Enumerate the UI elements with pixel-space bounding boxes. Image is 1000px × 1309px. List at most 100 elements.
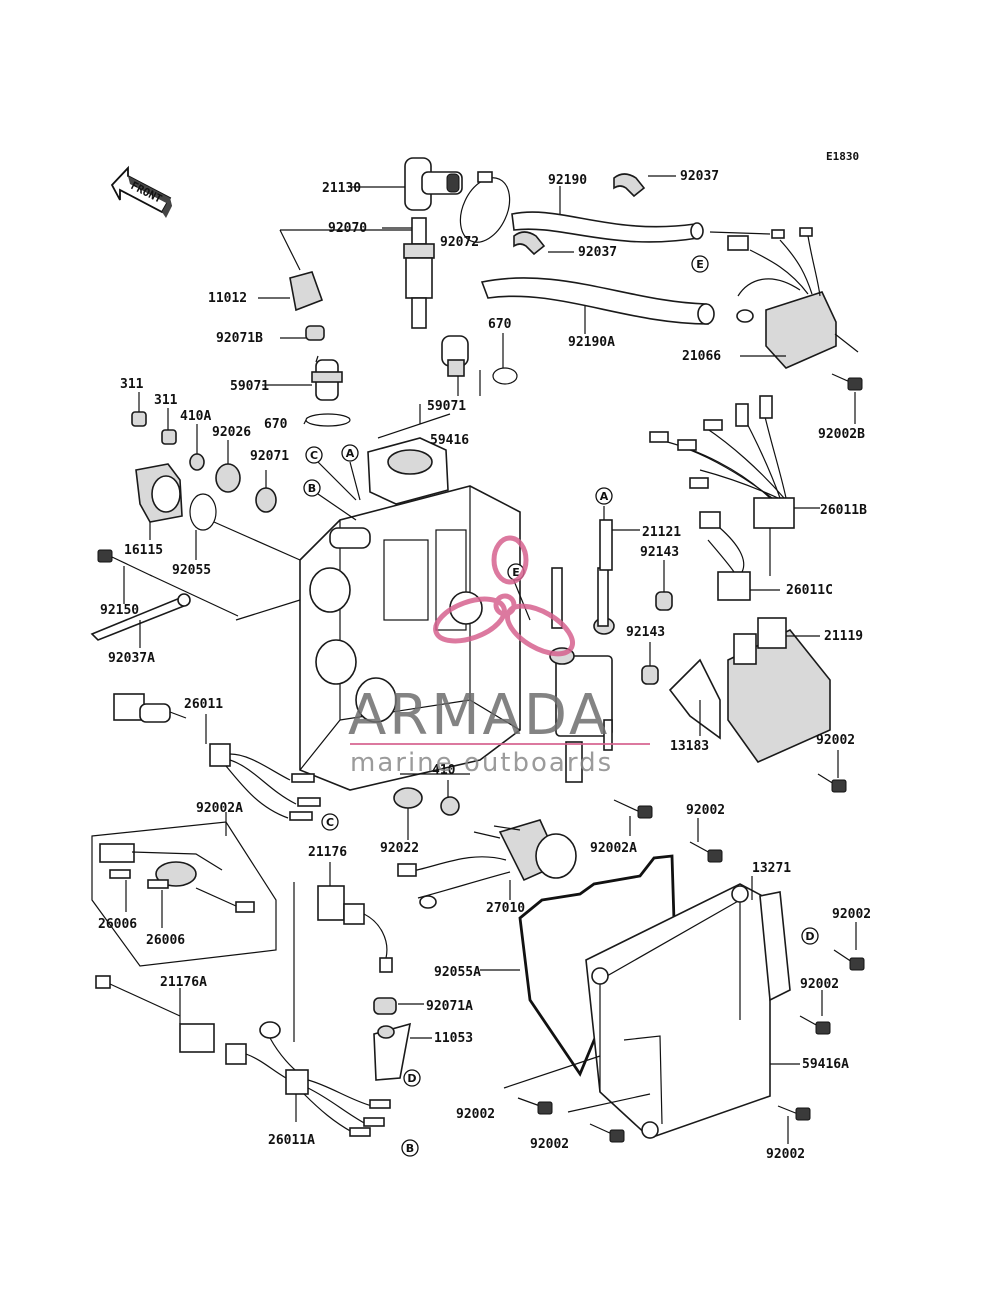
label-92002-bottom-right: 92002 — [766, 1147, 805, 1162]
plug-boot-11012 — [258, 229, 412, 312]
label-92072: 92072 — [440, 235, 479, 250]
diagram-code: E1830 — [826, 150, 859, 163]
washer-92022 — [393, 787, 423, 809]
label-21130: 21130 — [322, 181, 361, 196]
callout-D-bottom: D — [403, 1069, 421, 1087]
label-92002-upper: 92002 — [686, 803, 725, 818]
sensor-21176A — [95, 975, 287, 1079]
seal-92026 — [215, 463, 241, 493]
bracket-13271 — [751, 876, 791, 1002]
label-92143-a: 92143 — [640, 545, 679, 560]
label-21119: 21119 — [824, 629, 863, 644]
cdi-unit-21119 — [668, 617, 831, 763]
label-26011B: 26011B — [820, 503, 867, 518]
bolt-92002-bottom-mid — [567, 1093, 651, 1143]
label-311-a: 311 — [120, 377, 144, 392]
label-92026: 92026 — [212, 425, 251, 440]
label-92022: 92022 — [380, 841, 419, 856]
label-13183: 13183 — [670, 739, 709, 754]
callout-B-top: B — [303, 479, 321, 497]
sender-21176 — [293, 862, 393, 1042]
label-16115: 16115 — [124, 543, 163, 558]
strap-92037A — [90, 593, 191, 648]
label-92002-bottom-mid: 92002 — [530, 1137, 569, 1152]
svg-text:A: A — [346, 447, 355, 460]
svg-text:D: D — [805, 930, 814, 943]
label-92002-right-a: 92002 — [832, 907, 871, 922]
label-92190A: 92190A — [568, 335, 615, 350]
label-26011A: 26011A — [268, 1133, 315, 1148]
svg-text:A: A — [600, 490, 609, 503]
cap-16115 — [135, 463, 183, 540]
label-21066: 21066 — [682, 349, 721, 364]
label-59416: 59416 — [430, 433, 469, 448]
label-13271: 13271 — [752, 861, 791, 876]
label-92071B: 92071B — [216, 331, 263, 346]
grommet-92071B — [280, 325, 325, 341]
label-92071A: 92071A — [426, 999, 473, 1014]
label-92190: 92190 — [548, 173, 587, 188]
label-59071-left: 59071 — [230, 379, 269, 394]
spark-plug — [382, 217, 435, 329]
plug-lead-21121 — [599, 519, 613, 571]
front-arrow-icon: FRONT — [110, 165, 172, 218]
callout-C-top: C — [305, 446, 323, 464]
label-410A: 410A — [180, 409, 211, 424]
harness-26011B — [649, 395, 820, 576]
svg-text:D: D — [407, 1072, 416, 1085]
label-21176: 21176 — [308, 845, 347, 860]
hose-92190 — [511, 186, 771, 243]
hose-92190A — [480, 277, 715, 334]
watermark-tagline: marine outboards — [350, 748, 613, 778]
watermark-brand: ARMADA — [348, 683, 610, 748]
bolt-92002B — [831, 373, 863, 424]
bolt-92002A — [613, 799, 653, 836]
label-26011C: 26011C — [786, 583, 833, 598]
fitting-59071-left — [262, 355, 343, 401]
bolt-92150 — [97, 549, 239, 617]
callout-A-top: A — [341, 444, 359, 462]
label-21176A: 21176A — [160, 975, 207, 990]
label-92055A: 92055A — [434, 965, 481, 980]
label-92002-cdi: 92002 — [816, 733, 855, 748]
svg-text:B: B — [406, 1142, 414, 1155]
label-311-b: 311 — [154, 393, 178, 408]
o-ring-670-left — [305, 413, 351, 427]
propeller-logo-icon — [433, 535, 575, 657]
label-21121: 21121 — [642, 525, 681, 540]
label-11012: 11012 — [208, 291, 247, 306]
label-26011: 26011 — [184, 697, 223, 712]
label-410: 410 — [432, 763, 456, 778]
harness-26011C — [699, 511, 780, 601]
callout-A-right: A — [595, 487, 613, 505]
fitting-59071-right — [441, 335, 481, 396]
label-92070: 92070 — [328, 221, 367, 236]
band-92072 — [459, 171, 511, 243]
callout-B-bottom: B — [401, 1139, 419, 1157]
washer-410A — [189, 453, 205, 471]
connector-26011A — [259, 1021, 391, 1137]
spark-plug-cap — [350, 157, 463, 211]
cover-59416A — [585, 883, 800, 1139]
o-ring-92055 — [189, 493, 217, 531]
o-ring-670-right — [492, 367, 518, 385]
nut-311-a — [131, 411, 147, 427]
label-11053: 11053 — [434, 1031, 473, 1046]
electrical-box-59416 — [299, 404, 521, 791]
bolt-92002-upper — [689, 818, 723, 863]
callout-E-top: E — [691, 255, 709, 273]
label-92150: 92150 — [100, 603, 139, 618]
bolt-92002-bottom-right — [777, 1105, 811, 1144]
grommet-92143-a — [655, 591, 673, 611]
nut-311-b — [161, 429, 177, 445]
label-26006-b: 26006 — [146, 933, 185, 948]
label-92002-bottom-left: 92002 — [456, 1107, 495, 1122]
label-92071: 92071 — [250, 449, 289, 464]
svg-text:B: B — [308, 482, 316, 495]
svg-text:C: C — [310, 449, 318, 462]
label-26004: 92002A — [196, 801, 243, 816]
label-59416A: 59416A — [802, 1057, 849, 1072]
label-92002A: 92002A — [590, 841, 637, 856]
grommet-92071 — [255, 487, 277, 513]
